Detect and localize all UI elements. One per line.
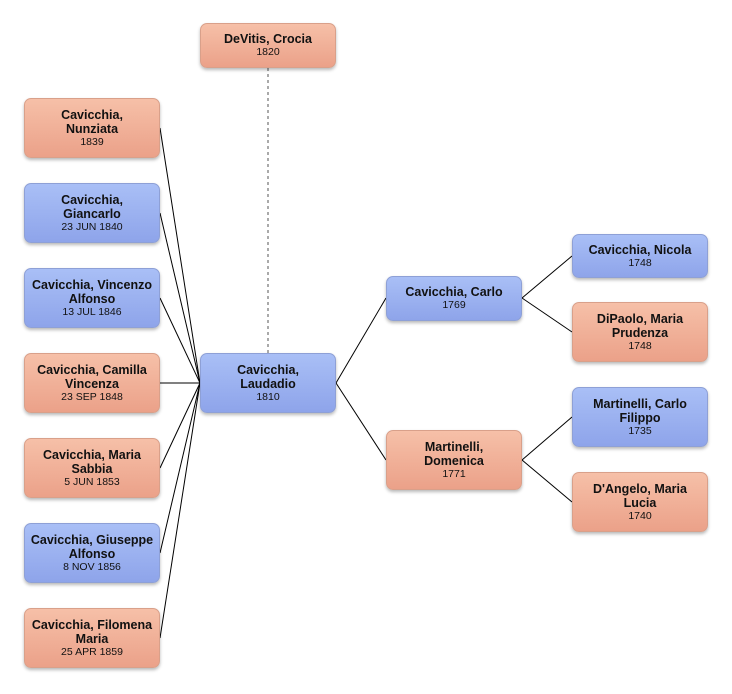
person-name: Cavicchia, Nicola — [588, 242, 692, 257]
person-card-father[interactable]: Cavicchia, Carlo 1769 — [386, 276, 522, 321]
person-card-child-2[interactable]: Cavicchia, Giancarlo 23 JUN 1840 — [24, 183, 160, 243]
mgm-connector — [521, 459, 573, 503]
person-card-maternal-grandfather[interactable]: Martinelli, Carlo Filippo 1735 — [572, 387, 708, 447]
pgf-connector — [521, 255, 573, 299]
person-name: Cavicchia, Giancarlo — [61, 192, 123, 221]
person-name: D'Angelo, Maria Lucia — [593, 481, 687, 510]
person-name: Cavicchia, Carlo — [405, 285, 503, 299]
person-date: 25 APR 1859 — [61, 645, 123, 658]
person-name: Martinelli, Carlo Filippo — [593, 396, 687, 425]
person-name: Cavicchia, Camilla Vincenza — [37, 362, 147, 391]
father-connector — [335, 297, 387, 384]
person-name: Cavicchia, Maria Sabbia — [43, 447, 141, 476]
person-card-child-1[interactable]: Cavicchia, Nunziata 1839 — [24, 98, 160, 158]
person-card-mother[interactable]: Martinelli, Domenica 1771 — [386, 430, 522, 490]
person-name: Cavicchia, Giuseppe Alfonso — [30, 532, 154, 561]
person-date: 23 JUN 1840 — [61, 220, 123, 233]
person-date: 1769 — [442, 299, 466, 311]
child-connector-3 — [159, 297, 201, 384]
child-connector-7 — [159, 382, 201, 639]
person-date: 5 JUN 1853 — [64, 475, 120, 488]
mgf-connector — [521, 416, 573, 461]
child-connector-1 — [159, 127, 201, 384]
person-card-child-5[interactable]: Cavicchia, Maria Sabbia 5 JUN 1853 — [24, 438, 160, 498]
child-connector-6 — [159, 382, 201, 554]
person-card-maternal-grandmother[interactable]: D'Angelo, Maria Lucia 1740 — [572, 472, 708, 532]
person-date: 13 JUL 1846 — [62, 305, 122, 318]
pgm-connector — [521, 297, 573, 333]
person-card-focus[interactable]: Cavicchia, Laudadio 1810 — [200, 353, 336, 413]
person-date: 1748 — [628, 256, 652, 269]
person-card-paternal-grandmother[interactable]: DiPaolo, Maria Prudenza 1748 — [572, 302, 708, 362]
person-card-spouse[interactable]: DeVitis, Crocia 1820 — [200, 23, 336, 68]
person-date: 8 NOV 1856 — [63, 560, 121, 573]
person-name: DiPaolo, Maria Prudenza — [596, 311, 684, 340]
child-connector-2 — [159, 212, 201, 384]
person-date: 1748 — [628, 339, 652, 352]
person-name: Martinelli, Domenica — [424, 439, 484, 468]
person-name: Cavicchia, Nunziata — [61, 107, 123, 136]
person-date: 1820 — [256, 46, 280, 58]
person-card-child-7[interactable]: Cavicchia, Filomena Maria 25 APR 1859 — [24, 608, 160, 668]
person-name: Cavicchia, Laudadio — [237, 362, 299, 391]
person-name: Cavicchia, Vincenzo Alfonso — [32, 277, 152, 306]
mother-connector — [335, 382, 387, 461]
person-date: 1740 — [628, 509, 652, 522]
person-card-paternal-grandfather[interactable]: Cavicchia, Nicola 1748 — [572, 234, 708, 278]
person-date: 23 SEP 1848 — [61, 390, 123, 403]
person-date: 1735 — [628, 424, 652, 437]
person-name: DeVitis, Crocia — [223, 32, 312, 46]
person-card-child-3[interactable]: Cavicchia, Vincenzo Alfonso 13 JUL 1846 — [24, 268, 160, 328]
child-connector-5 — [159, 382, 201, 469]
person-date: 1810 — [256, 390, 280, 403]
person-card-child-6[interactable]: Cavicchia, Giuseppe Alfonso 8 NOV 1856 — [24, 523, 160, 583]
person-date: 1771 — [442, 467, 466, 480]
person-date: 1839 — [80, 135, 104, 148]
person-card-child-4[interactable]: Cavicchia, Camilla Vincenza 23 SEP 1848 — [24, 353, 160, 413]
person-name: Cavicchia, Filomena Maria — [31, 617, 153, 646]
